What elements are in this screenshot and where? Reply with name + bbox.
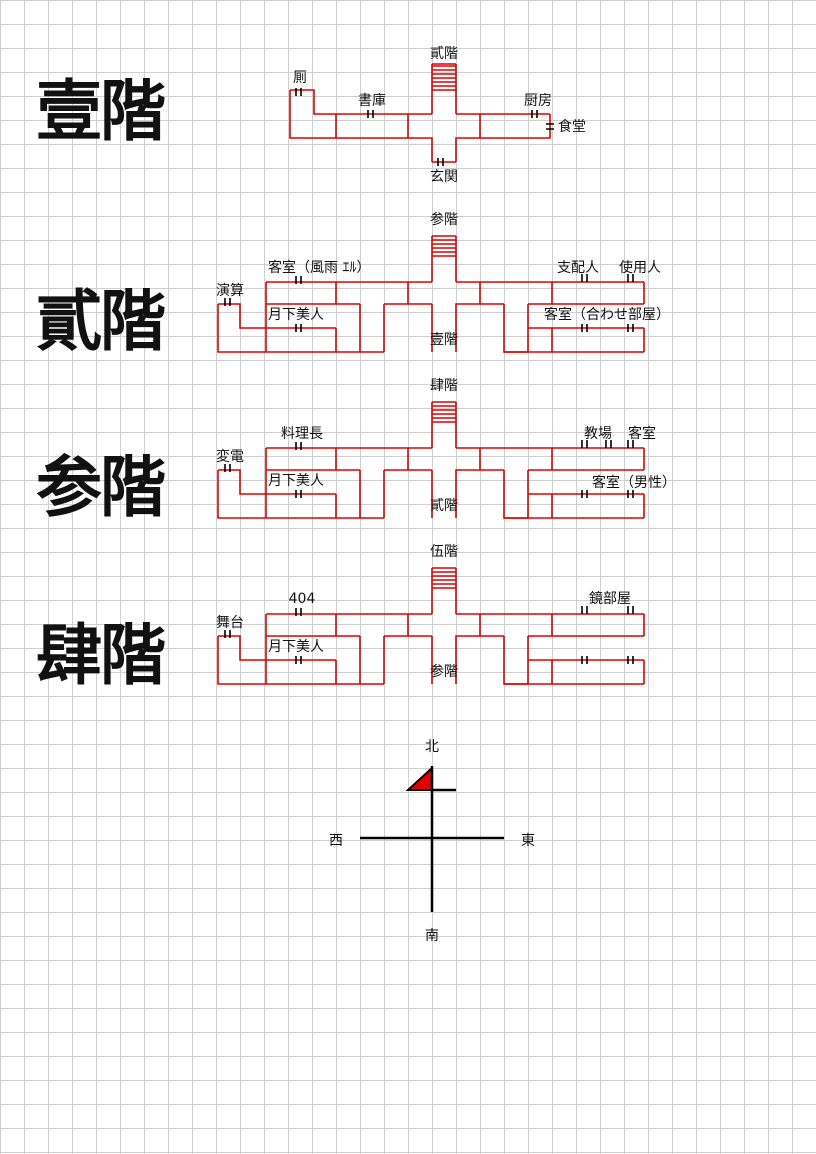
floor-4-heading: 肆階 [36, 616, 166, 694]
floor-2-guest-rooms-elder-label: 客室（風雨 ｴﾙ） [268, 259, 370, 276]
floor-1-dining-label: 食堂 [558, 118, 586, 135]
floor-3-classroom-label: 教場 [584, 426, 612, 442]
compass: 北 南 西 東 [329, 739, 535, 944]
floor-3-moonlight-beauty-label: 月下美人 [268, 473, 324, 489]
floor-1-heading: 壹階 [36, 72, 166, 150]
floor-4-stairs-down-label: 参階 [430, 663, 458, 680]
floor-2-rehearsal-label: 演算 [216, 283, 244, 299]
floor-1-toilet-label: 厠 [293, 70, 307, 86]
floor-3-substation-label: 変電 [216, 448, 244, 465]
floor-2-stairs-down-label: 壹階 [430, 332, 458, 348]
floor-1-library-label: 書庫 [358, 92, 386, 109]
floor-2-servants-label: 使用人 [619, 259, 661, 276]
floor-1-plan: 貳階 厠 書庫 厨房 食堂 玄関 [289, 46, 586, 185]
floor-3-heading: 参階 [36, 448, 166, 526]
compass-north-label: 北 [425, 739, 439, 755]
floor-4-plan: 伍階 404 舞台 月下美人 鏡部屋 参階 [216, 544, 645, 685]
floor-4-room-404-label: 404 [289, 591, 316, 607]
floor-3-stairs-up-label: 肆階 [430, 378, 458, 394]
floor-2-stairs-up-label: 参階 [430, 211, 458, 228]
floor-3-stairs-down-label: 貳階 [430, 498, 458, 514]
floor-4-moonlight-beauty-label: 月下美人 [268, 639, 324, 655]
floor-2-guest-rooms-shared-label: 客室（合わせ部屋） [544, 306, 670, 323]
compass-west-label: 西 [329, 833, 343, 849]
north-flag-icon [405, 765, 433, 791]
floor-2-moonlight-beauty-label: 月下美人 [268, 307, 324, 323]
floor-2-heading: 貳階 [36, 282, 166, 360]
floor-3-guest-room-label: 客室 [628, 425, 656, 442]
floor-2-steward-label: 支配人 [557, 260, 599, 276]
floor-1-entrance-label: 玄関 [430, 168, 458, 185]
floor-3-plan: 肆階 料理長 変電 月下美人 教場 客室 客室（男性） 貳階 [216, 378, 676, 519]
floor-3-guest-rooms-male-label: 客室（男性） [592, 474, 676, 491]
floor-3-head-chef-label: 料理長 [281, 426, 323, 442]
floor-4-mirror-room-label: 鏡部屋 [589, 591, 631, 607]
floor-1-stairs-up-label: 貳階 [430, 46, 458, 62]
floor-1-kitchen-label: 厨房 [524, 93, 552, 109]
compass-east-label: 東 [521, 833, 535, 849]
compass-south-label: 南 [425, 928, 439, 944]
floor-2-plan: 参階 客室（風雨 ｴﾙ） 演算 月下美人 支配人 使用人 客室（合わせ部屋） 壹… [216, 211, 670, 353]
floor-4-stage-label: 舞台 [216, 615, 244, 631]
floor-4-stairs-up-label: 伍階 [430, 544, 458, 560]
